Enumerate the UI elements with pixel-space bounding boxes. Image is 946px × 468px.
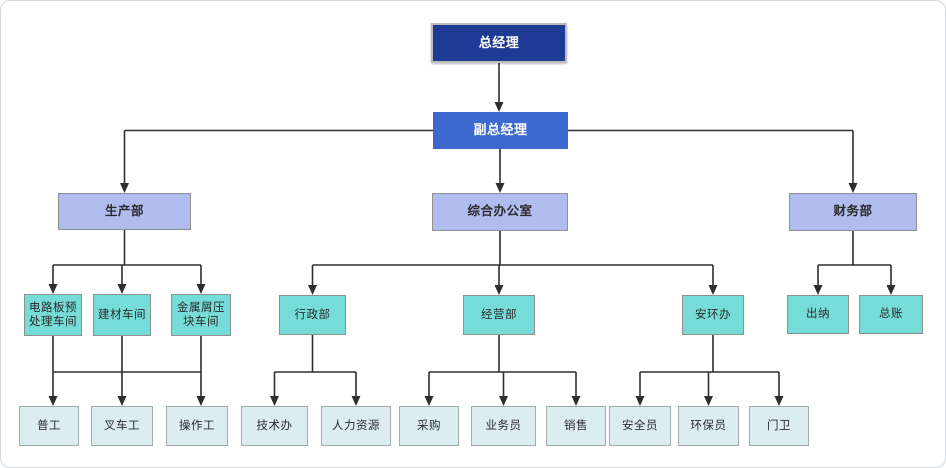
org-node-label: 安环办 (695, 308, 731, 321)
org-node-jinshuxie[interactable]: 金属屑压块车间 (171, 294, 231, 336)
org-node-label: 安全员 (622, 419, 658, 432)
org-node-label: 生产部 (104, 203, 144, 218)
org-node-yewuyuan[interactable]: 业务员 (471, 406, 536, 446)
org-node-xiaoshou[interactable]: 销售 (546, 406, 606, 446)
org-node-jishuban[interactable]: 技术办 (241, 406, 308, 446)
org-node-anhuanban[interactable]: 安环办 (682, 295, 744, 335)
org-node-shengchanbu[interactable]: 生产部 (58, 193, 191, 230)
org-node-chachegong[interactable]: 叉车工 (91, 406, 153, 446)
org-node-label: 普工 (37, 419, 61, 432)
org-node-label: 总账 (879, 308, 903, 321)
org-node-label: 业务员 (485, 419, 522, 432)
org-node-label: 副总经理 (473, 122, 528, 138)
org-node-label: 金属屑压块车间 (177, 301, 225, 328)
org-node-huanbaoyuan[interactable]: 环保员 (678, 406, 739, 446)
org-node-label: 门卫 (767, 419, 791, 432)
org-node-label: 环保员 (690, 419, 727, 432)
org-node-dianluban[interactable]: 电路板预处理车间 (24, 294, 82, 336)
org-node-fuzongjingli[interactable]: 副总经理 (433, 112, 568, 149)
org-node-zongzhang[interactable]: 总账 (859, 295, 923, 334)
org-node-chuna[interactable]: 出纳 (787, 295, 849, 334)
org-node-caiwubu[interactable]: 财务部 (789, 193, 917, 231)
org-node-label: 财务部 (833, 204, 873, 219)
org-node-xingzhengbu[interactable]: 行政部 (279, 295, 346, 335)
org-node-label: 操作工 (179, 419, 215, 432)
org-node-label: 建材车间 (98, 308, 146, 321)
org-node-zongheban[interactable]: 综合办公室 (432, 193, 568, 231)
org-node-renliziyuan[interactable]: 人力资源 (321, 406, 391, 446)
org-node-menwei[interactable]: 门卫 (749, 406, 809, 446)
org-node-label: 经营部 (481, 308, 517, 321)
org-node-label: 出纳 (806, 308, 830, 321)
org-node-label: 电路板预处理车间 (29, 301, 77, 328)
org-node-label: 销售 (564, 419, 588, 432)
org-node-label: 叉车工 (104, 419, 140, 432)
org-node-zongjingli[interactable]: 总经理 (431, 23, 567, 63)
org-node-label: 行政部 (294, 308, 331, 321)
org-node-pugong[interactable]: 普工 (19, 406, 79, 446)
org-node-label: 综合办公室 (467, 204, 533, 219)
org-node-label: 采购 (417, 419, 441, 432)
org-node-jiancai[interactable]: 建材车间 (93, 294, 151, 336)
org-node-caigou[interactable]: 采购 (399, 406, 459, 446)
org-node-label: 总经理 (478, 34, 520, 50)
org-node-caozuogong[interactable]: 操作工 (166, 406, 228, 446)
org-node-anquanyuan[interactable]: 安全员 (609, 406, 671, 446)
org-node-label: 人力资源 (332, 419, 380, 432)
org-node-jingyingbu[interactable]: 经营部 (463, 295, 535, 335)
org-node-label: 技术办 (256, 419, 293, 432)
